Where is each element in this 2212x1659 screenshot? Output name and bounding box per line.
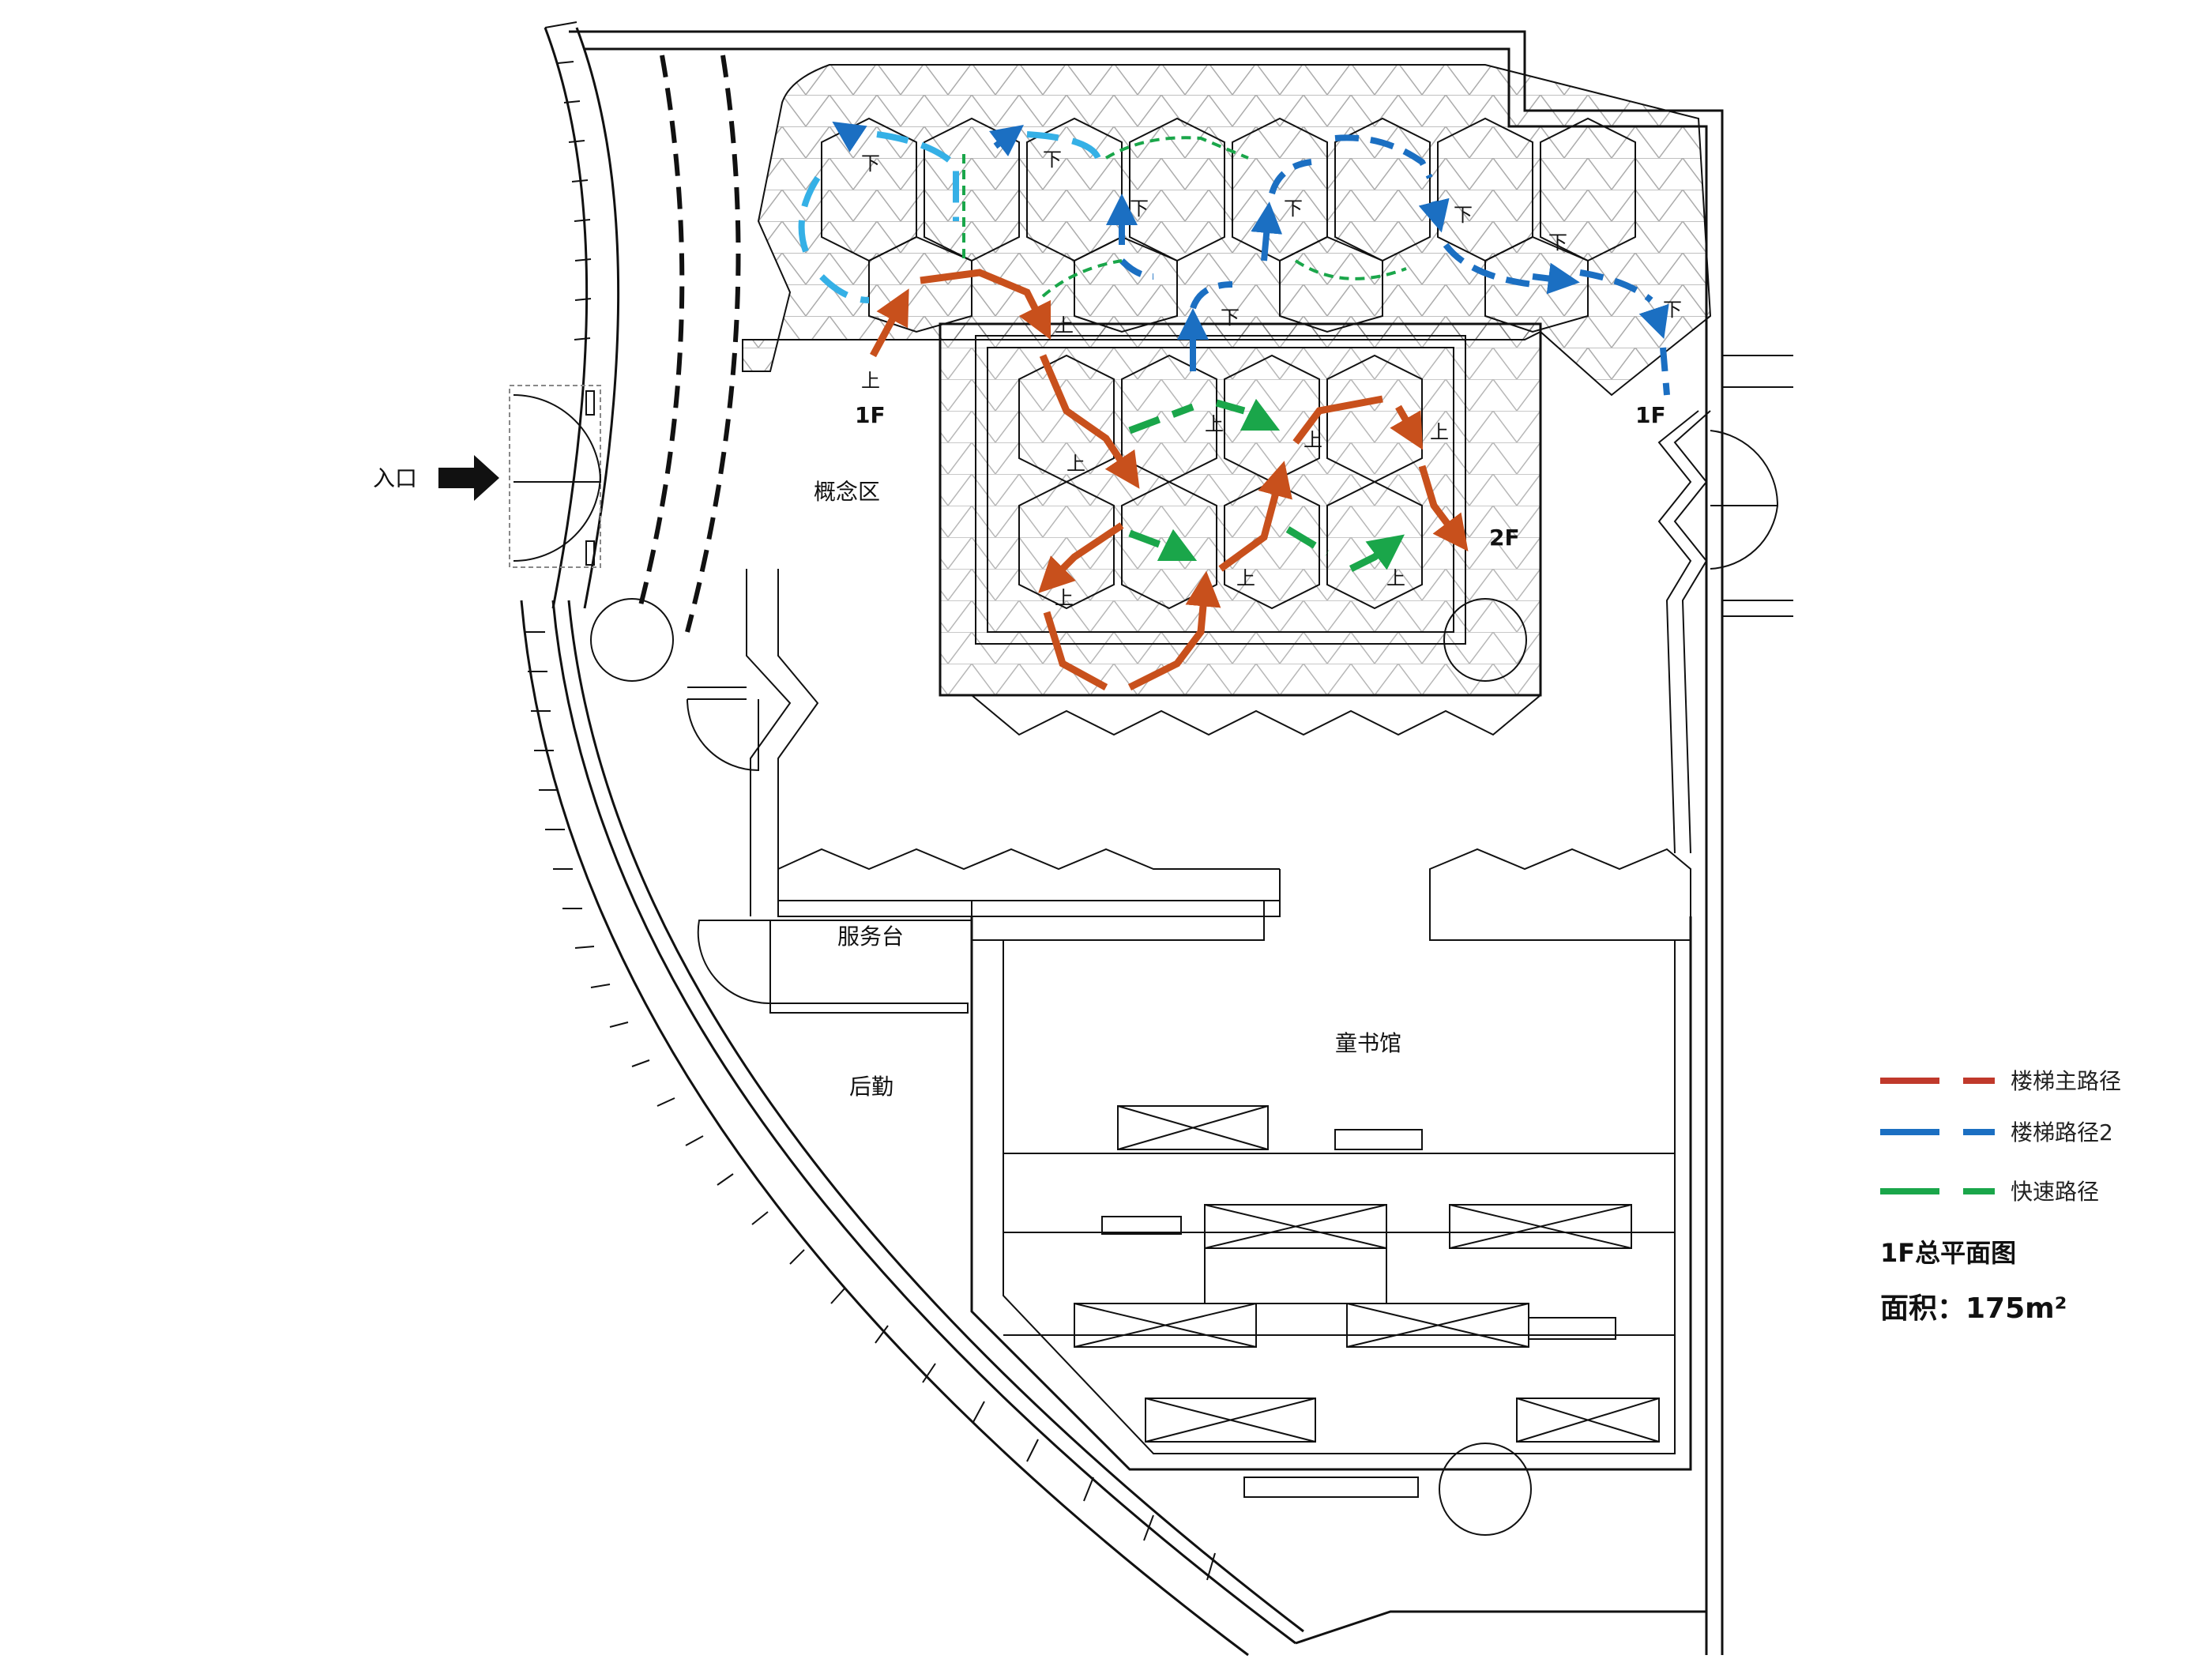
fast-path-segment [1240,398,1281,431]
legend-item-main-path: 楼梯主路径 [1880,1068,2121,1094]
fast-path-segment [1104,136,1249,160]
path2-segment [1190,281,1233,310]
stair-down-mark: 下 [1454,204,1473,226]
right-truss [1657,410,1779,854]
stair-up-mark: 上 [1205,413,1224,435]
main-path-segment [1043,611,1108,690]
path2-segment [1251,201,1283,261]
fast-path-segment [1157,529,1198,562]
fast-path-segment [1041,259,1123,298]
stair-up-mark: 上 [1055,587,1074,609]
main-path-segment [1039,354,1140,489]
arrow-right-icon [438,455,499,501]
path2-segment [1418,198,1450,233]
stair-up-mark: 上 [1430,421,1449,443]
floor-mark-1f-left: 1F [855,402,886,428]
stair-marks: 上 上 上 上 上 上 上 上 上 下 下 下 下 下 下 下 下 [861,149,1682,609]
entrance-door[interactable] [509,385,602,568]
plan-area: 面积：175m² [1880,1292,2067,1325]
path2-segment [1269,159,1312,195]
fast-path-segment [1128,529,1163,549]
path2-segment [1026,131,1101,160]
legend-label: 快速路径 [2011,1179,2099,1205]
room-label-service-desk: 服务台 [837,924,904,950]
column [590,598,674,682]
stair-down-mark: 下 [1043,149,1062,171]
stair-up-mark: 上 [1386,567,1405,589]
stair-down-mark: 下 [1221,307,1240,329]
service-desk [697,920,972,1014]
room-label-children-library: 童书馆 [1335,1030,1401,1056]
legend: 楼梯主路径 楼梯路径2 快速路径 1F总平面图 面积：175m² [1880,1068,2121,1325]
stair-down-mark: 下 [1548,231,1567,254]
main-path-segment [1127,570,1221,691]
main-path-segment [1390,404,1424,450]
main-path-segment [920,269,1051,340]
floor-mark-1f-right: 1F [1635,402,1666,428]
path2-segment [832,121,867,152]
main-path-segment [1218,461,1292,572]
fast-path [962,136,1407,573]
main-path-segment [1292,395,1383,445]
legend-item-path-2: 楼梯路径2 [1880,1119,2113,1146]
stair-down-mark: 下 [861,152,880,175]
path2-segment [1579,269,1653,303]
stair-down-mark: 下 [1663,299,1682,321]
fast-path-segment [1285,526,1330,556]
children-library-block [777,848,1692,1536]
plan-title: 1F总平面图 [1880,1238,2016,1268]
stair-down-mark: 下 [1130,198,1149,220]
path2-segment [1638,303,1669,339]
legend-item-fast-path: 快速路径 [1880,1179,2099,1205]
path2-segment [989,125,1024,156]
main-path-segment [1418,465,1469,551]
upper-honeycomb-structure [742,64,1712,397]
legend-label: 楼梯主路径 [2011,1068,2121,1094]
stair-down-mark: 下 [1284,198,1303,220]
stair-up-mark: 上 [861,370,880,392]
stair-up-mark: 上 [1055,314,1074,337]
column [1443,598,1527,682]
legend-label: 楼梯路径2 [2011,1119,2113,1146]
path2-segment [1660,347,1670,396]
stair-up-mark: 上 [1304,429,1322,451]
fast-path-segment [1349,534,1405,573]
room-label-concept: 概念区 [814,479,880,505]
stair-up-mark: 上 [1236,567,1255,589]
floor-mark-2f: 2F [1489,525,1520,551]
path2-segment [1119,258,1154,280]
path2-segment [1443,243,1533,288]
entrance: 入口 [373,455,499,501]
stair-up-mark: 上 [1066,453,1085,475]
concept-partition [687,569,819,916]
room-label-logistics: 后勤 [849,1074,893,1100]
stair-path-2 [798,121,1670,396]
path2-segment [1334,134,1433,179]
curved-ramp [590,55,741,682]
path2-segment [819,274,870,303]
stair-main-path [870,269,1469,691]
main-path-segment [1038,522,1124,593]
fast-path-segment [1294,259,1407,280]
fast-path-segment [1128,399,1246,434]
path2-segment [876,131,959,221]
column [1439,1443,1532,1536]
path2-segment [798,175,821,262]
main-path-segment [870,288,909,358]
path2-segment [1532,262,1580,295]
entrance-label: 入口 [373,465,417,491]
